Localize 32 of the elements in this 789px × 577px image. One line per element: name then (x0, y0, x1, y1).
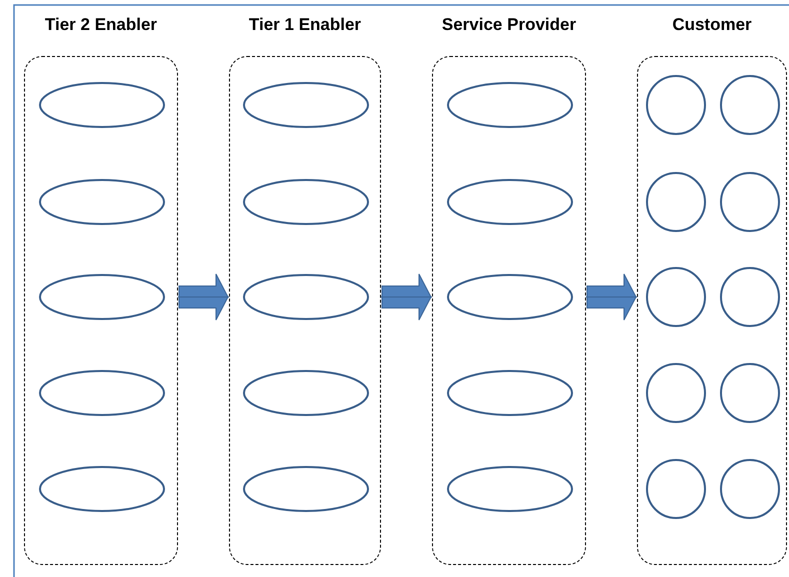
empty-ellipse (39, 82, 165, 128)
empty-ellipse (447, 466, 573, 512)
empty-circle (646, 363, 706, 423)
empty-ellipse (39, 370, 165, 416)
empty-ellipse (243, 179, 369, 225)
empty-circle (646, 75, 706, 135)
column-heading: Tier 2 Enabler (44, 15, 158, 35)
empty-circle (720, 267, 780, 327)
empty-ellipse (447, 274, 573, 320)
empty-ellipse (447, 82, 573, 128)
block-arrow (178, 274, 230, 320)
block-arrow (380, 274, 432, 320)
empty-circle (720, 363, 780, 423)
empty-ellipse (243, 274, 369, 320)
empty-ellipse (39, 466, 165, 512)
empty-circle (720, 459, 780, 519)
empty-ellipse (243, 82, 369, 128)
empty-circle (646, 267, 706, 327)
empty-circle (646, 459, 706, 519)
empty-ellipse (39, 274, 165, 320)
column-heading: Tier 1 Enabler (248, 15, 362, 35)
empty-circle (646, 172, 706, 232)
block-arrow (586, 274, 638, 320)
empty-ellipse (243, 466, 369, 512)
empty-circle (720, 172, 780, 232)
column-heading: Customer (671, 15, 753, 35)
empty-circle (720, 75, 780, 135)
empty-ellipse (447, 370, 573, 416)
column-heading: Service Provider (440, 15, 578, 35)
empty-ellipse (39, 179, 165, 225)
empty-ellipse (447, 179, 573, 225)
empty-ellipse (243, 370, 369, 416)
